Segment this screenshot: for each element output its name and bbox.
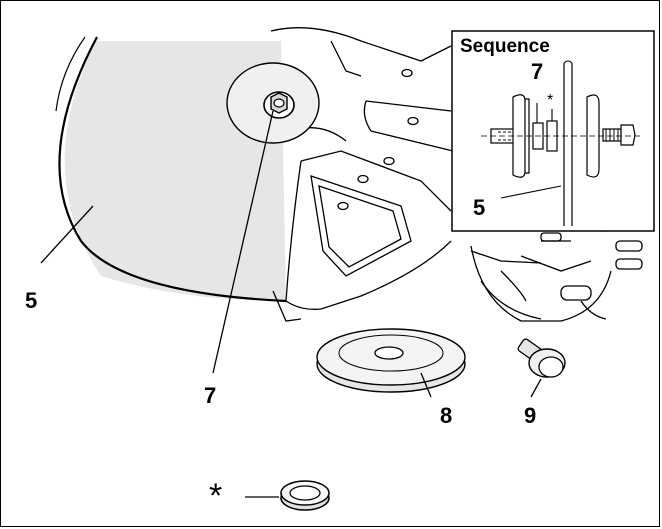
callout-bolt: 9 bbox=[524, 403, 537, 428]
bolt-9 bbox=[517, 338, 566, 378]
callout-blade: 5 bbox=[25, 288, 38, 313]
spacer-ring bbox=[280, 480, 330, 511]
callout-washer: 8 bbox=[440, 403, 453, 428]
legend-asterisk: * bbox=[209, 477, 223, 515]
blade-5 bbox=[1, 36, 287, 303]
inset-title: Sequence bbox=[460, 36, 550, 57]
leader-lines bbox=[40, 110, 542, 498]
inset-callout-top: 7 bbox=[531, 59, 544, 84]
engine-parts bbox=[470, 225, 643, 322]
washer-8 bbox=[316, 328, 466, 393]
inset-callout-bottom: 5 bbox=[473, 195, 486, 220]
hub-assembly bbox=[226, 62, 320, 144]
inset-asterisk: * bbox=[547, 92, 554, 109]
sequence-inset bbox=[451, 30, 655, 232]
callout-bolt-washer: 7 bbox=[204, 383, 217, 408]
mower-housing bbox=[270, 27, 454, 322]
